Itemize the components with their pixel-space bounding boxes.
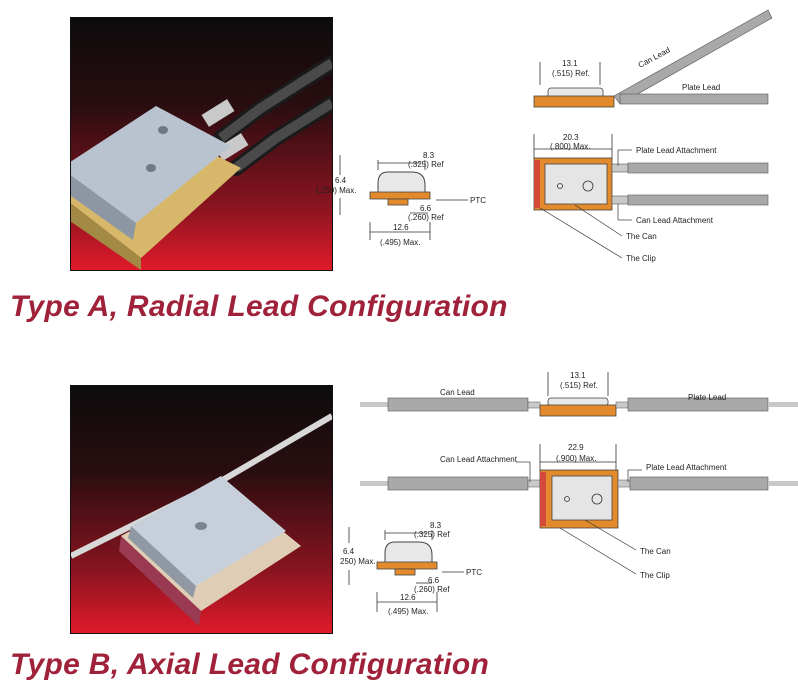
type-a-top-mm: 8.3 <box>423 151 435 160</box>
type-a-height-mm: 6.4 <box>335 176 347 185</box>
type-a-width-in: (.495) Max. <box>380 238 420 247</box>
type-a-side-dim-mm: 13.1 <box>562 59 578 68</box>
type-b-mid-mm: 6.6 <box>428 576 440 585</box>
type-b-top-in: (.325) Ref <box>414 530 450 539</box>
type-a-can-attach-label: Can Lead Attachment <box>636 216 714 225</box>
type-a-title: Type A, Radial Lead Configuration <box>10 290 508 323</box>
type-b-can-lead-label: Can Lead <box>440 388 475 397</box>
type-a-top-dim-in: (.800) Max. <box>550 142 590 151</box>
type-a-photo <box>70 17 333 271</box>
type-b-top-dim-in: (.900) Max. <box>556 454 596 463</box>
type-b-plate-lead-label: Plate Lead <box>688 393 726 402</box>
type-b-side-drawing <box>360 372 798 417</box>
type-a-height-in: (.250) Max. <box>316 186 356 195</box>
type-b-top-drawing <box>360 444 798 575</box>
type-a-top-dim-mm: 20.3 <box>563 133 579 142</box>
type-a-width-mm: 12.6 <box>393 223 409 232</box>
type-b-ptc-label: PTC <box>466 568 482 577</box>
type-a-side-dim-in: (.515) Ref. <box>552 69 590 78</box>
type-b-side-dim-mm: 13.1 <box>570 371 586 380</box>
type-a-mid-in: (.260) Ref <box>408 213 444 222</box>
type-b-top-mm: 8.3 <box>430 521 442 530</box>
type-b-width-in: (.495) Max. <box>388 607 428 616</box>
type-b-plate-attach-label: Plate Lead Attachment <box>646 463 727 472</box>
type-a-mid-mm: 6.6 <box>420 204 432 213</box>
type-a-plate-attach-label: Plate Lead Attachment <box>636 146 717 155</box>
type-b-small-drawing <box>348 527 464 612</box>
type-b-title: Type B, Axial Lead Configuration <box>10 648 490 681</box>
type-b-can-label: The Can <box>640 547 671 556</box>
type-b-can-attach-label: Can Lead Attachment <box>440 455 518 464</box>
type-b-clip-label: The Clip <box>640 571 670 580</box>
type-a-clip-label: The Clip <box>626 254 656 263</box>
type-a-top-drawing <box>533 134 769 259</box>
type-a-side-drawing <box>533 9 773 108</box>
type-a-ptc-label: PTC <box>470 196 486 205</box>
type-b-side-dim-in: (.515) Ref. <box>560 381 598 390</box>
type-a-top-in: (.325) Ref <box>408 160 444 169</box>
type-a-can-label: The Can <box>626 232 657 241</box>
type-a-plate-lead-label: Plate Lead <box>682 83 720 92</box>
type-a-can-lead-label: Can Lead <box>637 46 672 70</box>
type-b-photo <box>70 385 333 634</box>
type-b-height-in: 250) Max. <box>340 557 376 566</box>
type-a-small-drawing <box>339 155 468 240</box>
type-b-top-dim-mm: 22.9 <box>568 443 584 452</box>
type-b-width-mm: 12.6 <box>400 593 416 602</box>
type-b-mid-in: (.260) Ref <box>414 585 450 594</box>
type-b-height-mm: 6.4 <box>343 547 355 556</box>
